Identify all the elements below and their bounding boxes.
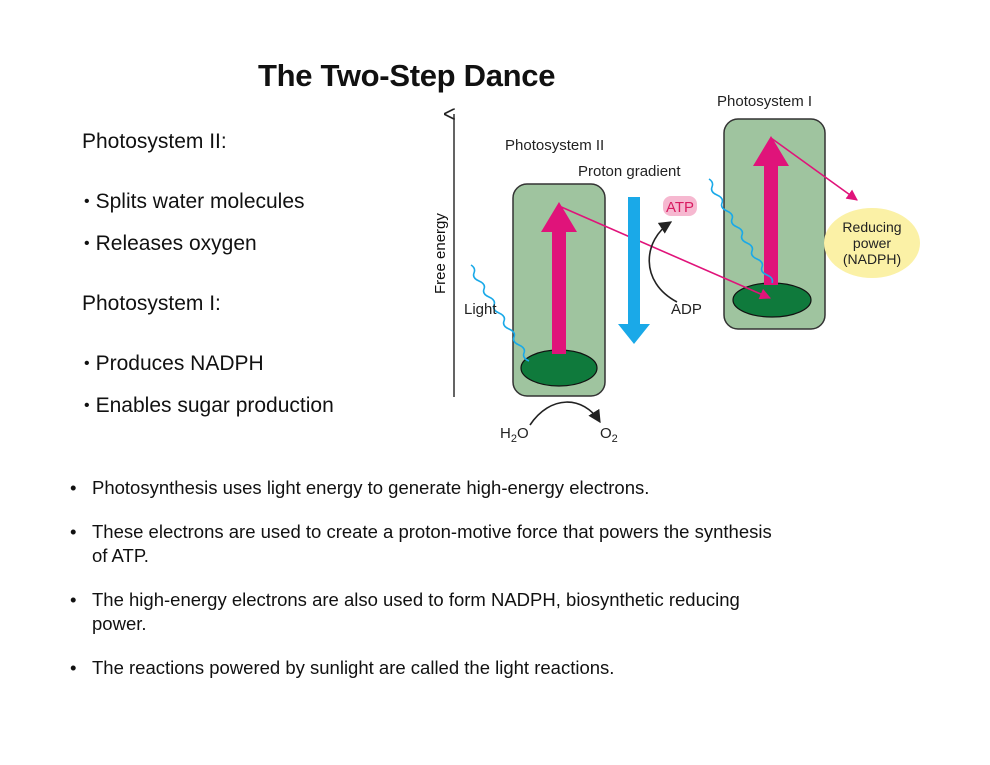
electron-transfer-ps2-to-ps1 — [558, 205, 772, 300]
water-o: O — [517, 425, 529, 442]
ps2-item-label: Splits water molecules — [95, 190, 305, 213]
ps1-item-produces-nadph: •Produces NADPH — [84, 352, 264, 375]
ps1-item-label: Enables sugar production — [95, 394, 334, 417]
z-scheme-diagram: Free energy Photosystem II Photosystem I… — [432, 93, 920, 445]
bullet-item: • The high-energy electrons are also used… — [68, 588, 788, 636]
oxygen-label: O2 — [600, 425, 618, 445]
bullet-dot: • — [70, 589, 77, 610]
water-splitting-arrow — [529, 401, 601, 426]
electron-transfer-ps1-to-nadph — [770, 137, 858, 201]
adp-to-atp-arrow — [648, 221, 678, 303]
oxygen-subscript: 2 — [612, 433, 618, 445]
ps1-excitation-arrow — [753, 136, 789, 285]
bullet-item: • The reactions powered by sunlight are c… — [68, 656, 788, 680]
ps2-item-label: Releases oxygen — [95, 232, 257, 255]
bullet-text: Photosynthesis uses light energy to gene… — [92, 477, 650, 498]
bullet-item: • Photosynthesis uses light energy to gen… — [68, 476, 788, 500]
ps1-item-sugar-production: •Enables sugar production — [84, 394, 334, 417]
oxygen-o: O — [600, 425, 612, 442]
water-label: H2O — [500, 425, 529, 445]
reducing-power-line3: (NADPH) — [843, 251, 901, 267]
bullet-text: The reactions powered by sunlight are ca… — [92, 657, 615, 678]
atp-label: ATP — [666, 199, 694, 216]
ps1-reaction-center — [732, 282, 812, 318]
proton-gradient-label: Proton gradient — [578, 163, 681, 180]
ps1-item-label: Produces NADPH — [95, 352, 264, 375]
adp-label: ADP — [671, 301, 702, 318]
photosystem-ii-heading: Photosystem II: — [82, 130, 227, 153]
slide-title: The Two-Step Dance — [258, 58, 556, 93]
ps2-item-releases-oxygen: •Releases oxygen — [84, 232, 257, 255]
ps2-reaction-center — [520, 349, 598, 387]
photosystem-ii-label: Photosystem II — [505, 137, 604, 154]
bullet-dot: • — [70, 477, 77, 498]
reducing-power-line2: power — [853, 235, 891, 251]
bullet-item: • These electrons are used to create a pr… — [68, 520, 788, 568]
bullet-dot: • — [70, 521, 77, 542]
ps2-excitation-arrow — [541, 202, 577, 354]
water-subscript: 2 — [511, 433, 517, 445]
light-wave-ps1 — [708, 178, 774, 284]
ps2-item-splits-water: •Splits water molecules — [84, 190, 305, 213]
photosystem-i-heading: Photosystem I: — [82, 292, 221, 315]
free-energy-axis-label: Free energy — [432, 213, 449, 294]
reducing-power-nadph — [824, 208, 920, 278]
light-wave-ps2 — [470, 264, 530, 362]
bullet-text: The high-energy electrons are also used … — [92, 589, 740, 634]
water-h: H — [500, 425, 511, 442]
atp-highlight — [663, 196, 697, 216]
bullet-text: These electrons are used to create a pro… — [92, 521, 772, 566]
reducing-power-line1: Reducing — [842, 219, 901, 235]
proton-gradient-arrow — [618, 197, 650, 344]
summary-bullets: • Photosynthesis uses light energy to gen… — [68, 476, 788, 700]
photosystem-i-label: Photosystem I — [717, 93, 812, 110]
bullet-dot: • — [70, 657, 77, 678]
light-label: Light — [464, 301, 497, 318]
